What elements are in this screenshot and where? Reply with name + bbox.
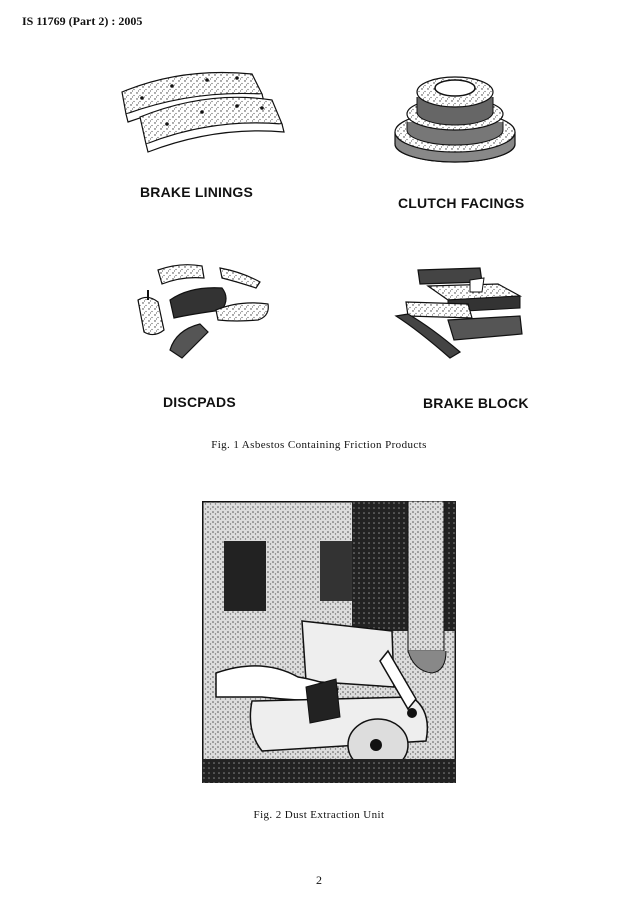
figure-2-caption: Fig. 2 Dust Extraction Unit xyxy=(253,809,385,821)
page-number: 2 xyxy=(316,873,322,887)
brake-block-illustration xyxy=(394,267,523,359)
document-header: IS 11769 (Part 2) : 2005 xyxy=(22,14,143,28)
discpads-label: DISCPADS xyxy=(163,394,236,410)
brake-linings-label: BRAKE LININGS xyxy=(140,184,254,200)
clutch-facings-illustration xyxy=(394,76,516,163)
discpads-illustration xyxy=(137,264,269,359)
clutch-facings-label: CLUTCH FACINGS xyxy=(398,195,525,211)
brake-block-label: BRAKE BLOCK xyxy=(423,395,529,411)
dust-extraction-unit-illustration xyxy=(202,501,456,783)
brake-linings-illustration xyxy=(121,71,285,153)
figure-1-caption: Fig. 1 Asbestos Containing Friction Prod… xyxy=(211,439,427,451)
